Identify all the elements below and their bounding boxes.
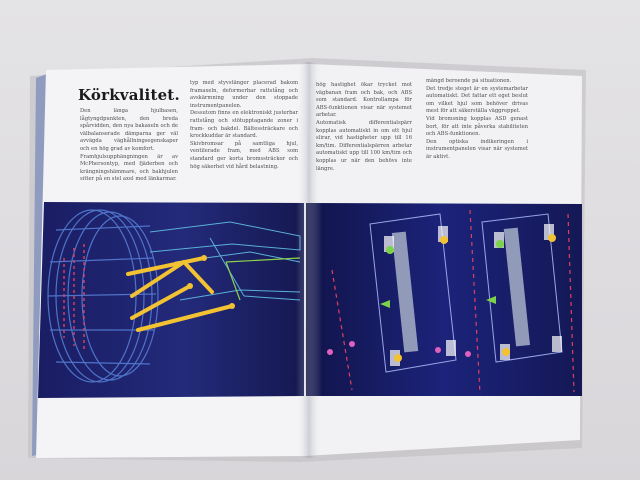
magenta-markers: [327, 341, 471, 357]
red-axis-lines: [331, 209, 575, 395]
chassis-diagram-1: [369, 213, 457, 373]
chassis-diagram-2: [481, 213, 563, 363]
control-arms: [126, 256, 234, 332]
text-column-2: typ med styvstänger placerad bakom frama…: [190, 80, 298, 170]
text-column-4: mängd beroende på situationen. Det tredj…: [426, 78, 528, 160]
arm-joints: [187, 255, 235, 309]
left-diagram-panel: [38, 202, 304, 398]
page-heading: Körkvalitet.: [78, 86, 180, 104]
gutter-shade: [296, 62, 322, 458]
wheel-red-marks: [63, 244, 85, 350]
arrow-marks: [380, 296, 496, 308]
suspension-green-lines: [225, 257, 301, 301]
text-column-3: hög hastighet ökar trycket mot vägbanan …: [316, 82, 412, 172]
text-column-1: Den långa hjulbasen, lågtyngdpunkten, de…: [80, 108, 178, 183]
